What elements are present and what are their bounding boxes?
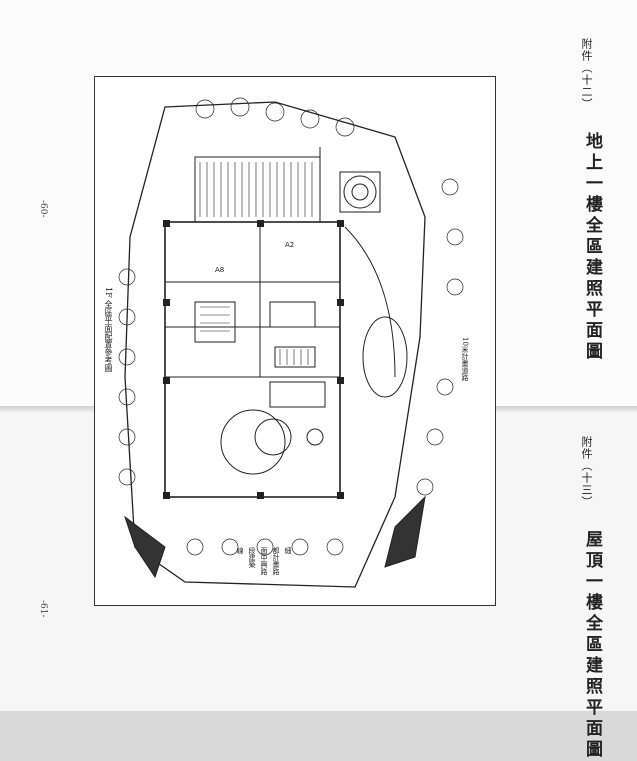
- lower-attachment-label: 附件（十三）: [580, 436, 593, 508]
- legend-line: 細: [284, 547, 292, 554]
- tree-row-top: [195, 97, 355, 137]
- legend-block: 細 都計畫路 面中興路 段建築 線: [235, 547, 293, 575]
- legend-line: 面中興路: [260, 547, 268, 575]
- legend-line: 都計畫路: [272, 547, 280, 575]
- legend-line: 段建築: [248, 547, 256, 568]
- road-label: 10米計畫道路: [461, 337, 469, 381]
- upper-attachment-label: 附件（十二）: [580, 38, 593, 110]
- lower-title: 屋頂一樓全區建照平面圖: [582, 530, 602, 761]
- unit-a8-label: A8: [215, 266, 224, 274]
- unit-a2-label: A2: [285, 241, 294, 249]
- site-plan-drawing: A8 A2: [118, 97, 464, 588]
- legend-line: 線: [236, 547, 244, 554]
- page-number-bottom: -61-: [38, 600, 48, 618]
- plan-frame: A8 A2 1F 全區平面配置參考圖 10米計畫道路 細 都計畫路 面中興路 段…: [94, 76, 496, 606]
- tree-row-right: [416, 178, 464, 496]
- tree-row-left: [118, 268, 136, 486]
- upper-title: 地上一樓全區建照平面圖: [582, 132, 602, 363]
- plan-1f-label: 1F 全區平面配置參考圖: [104, 287, 113, 373]
- page-number-top: -60-: [38, 200, 48, 218]
- structural-columns: [163, 220, 344, 499]
- tree-row-bottom: [186, 538, 344, 556]
